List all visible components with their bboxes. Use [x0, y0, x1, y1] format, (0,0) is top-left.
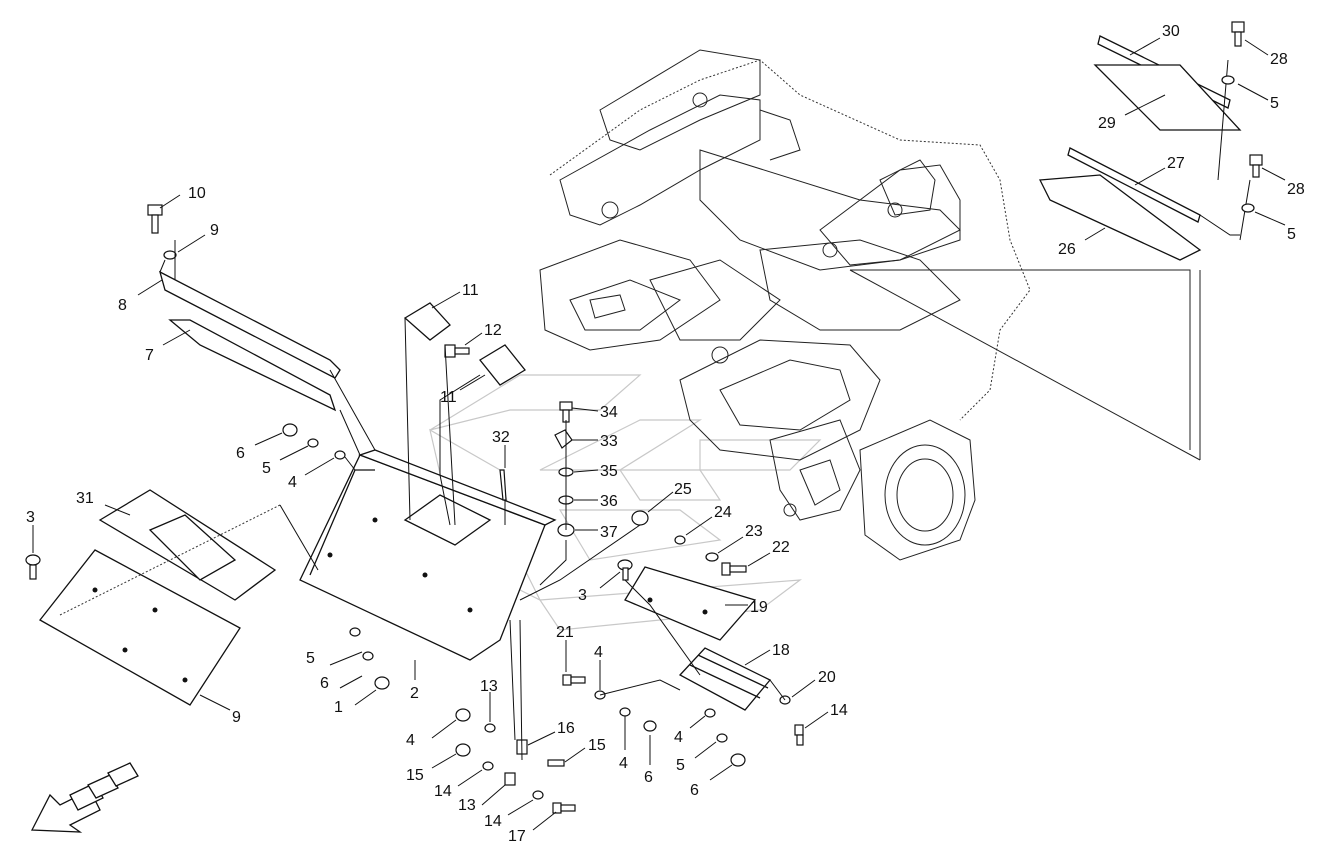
callout-28: 28: [1270, 51, 1288, 68]
callout-16: 15: [588, 737, 606, 754]
callout-7: 7: [145, 347, 154, 364]
callout-26: 26: [1058, 241, 1076, 258]
callout-10: 10: [188, 185, 206, 202]
callout-5: 5: [1270, 95, 1279, 112]
bracket-11-upper: [403, 302, 451, 341]
callout-19: 19: [750, 599, 768, 616]
callout-20: 14: [830, 702, 848, 719]
plate-19: [624, 566, 757, 641]
callout-25: 25: [674, 481, 692, 498]
callout-4: 4: [619, 755, 628, 772]
bracket-11-lower: [479, 344, 526, 386]
callout-32: 32: [492, 429, 510, 446]
callout-28: 28: [1287, 181, 1305, 198]
callout-5: 5: [676, 757, 685, 774]
callout-30: 30: [1162, 23, 1180, 40]
hardware: [25, 21, 1263, 814]
callout-4: 4: [594, 644, 603, 661]
callout-35: 35: [600, 463, 618, 480]
callout-6: 1: [334, 699, 343, 716]
callout-15: 4: [406, 732, 415, 749]
plate-31: [98, 489, 277, 601]
callout-13: 16: [557, 720, 575, 737]
callout-4: 4: [288, 474, 297, 491]
callout-27: 27: [1167, 155, 1185, 172]
machine-frame: [539, 49, 1201, 561]
callout-1: 2: [410, 685, 419, 702]
callout-4: 5: [306, 650, 315, 667]
callout-31: 31: [76, 490, 94, 507]
callout-9: 9: [210, 222, 219, 239]
callout-33: 33: [600, 433, 618, 450]
plate-7: [168, 319, 337, 412]
callout-21: 21: [556, 624, 574, 641]
callout-12: 12: [484, 322, 502, 339]
forward-direction-arrow-icon: [30, 762, 139, 833]
callouts: 30 28 5 29 27 28 5 26 10 9 8 7 11 12 11 …: [26, 23, 1305, 845]
assembly-lines: [159, 240, 786, 761]
callout-6: 6: [236, 445, 245, 462]
callout-3: 3: [578, 587, 587, 604]
callout-6: 6: [690, 782, 699, 799]
callout-13: 13: [458, 797, 476, 814]
callout-24: 24: [714, 504, 732, 521]
callout-11: 11: [440, 389, 457, 406]
callout-5: 5: [1287, 226, 1296, 243]
plate-8: [158, 270, 341, 379]
callout-15: 15: [406, 767, 424, 784]
callout-5: 6: [320, 675, 329, 692]
callout-36: 36: [600, 493, 618, 510]
plate-27: [1067, 147, 1201, 223]
callout-22: 22: [772, 539, 790, 556]
callout-29: 29: [1098, 115, 1116, 132]
shield-1: [299, 449, 557, 661]
callout-2: 9: [232, 709, 241, 726]
callout-34: 34: [600, 404, 618, 421]
callout-5: 5: [262, 460, 271, 477]
callout-37: 37: [600, 524, 618, 541]
plate-26: [1038, 174, 1202, 261]
callout-14: 14: [434, 783, 452, 800]
callout-3: 3: [26, 509, 35, 526]
callout-18: 18: [772, 642, 790, 659]
plate-2: [39, 549, 241, 706]
callout-14: 13: [480, 678, 498, 695]
bracket-18: [678, 647, 772, 711]
callout-23: 23: [745, 523, 763, 540]
callout-8: 8: [118, 297, 127, 314]
callout-6: 6: [644, 769, 653, 786]
callout-11: 11: [462, 282, 479, 299]
callout-9: 20: [818, 669, 836, 686]
callout-4: 4: [674, 729, 683, 746]
callout-17: 17: [508, 828, 526, 845]
callout-14: 14: [484, 813, 502, 830]
